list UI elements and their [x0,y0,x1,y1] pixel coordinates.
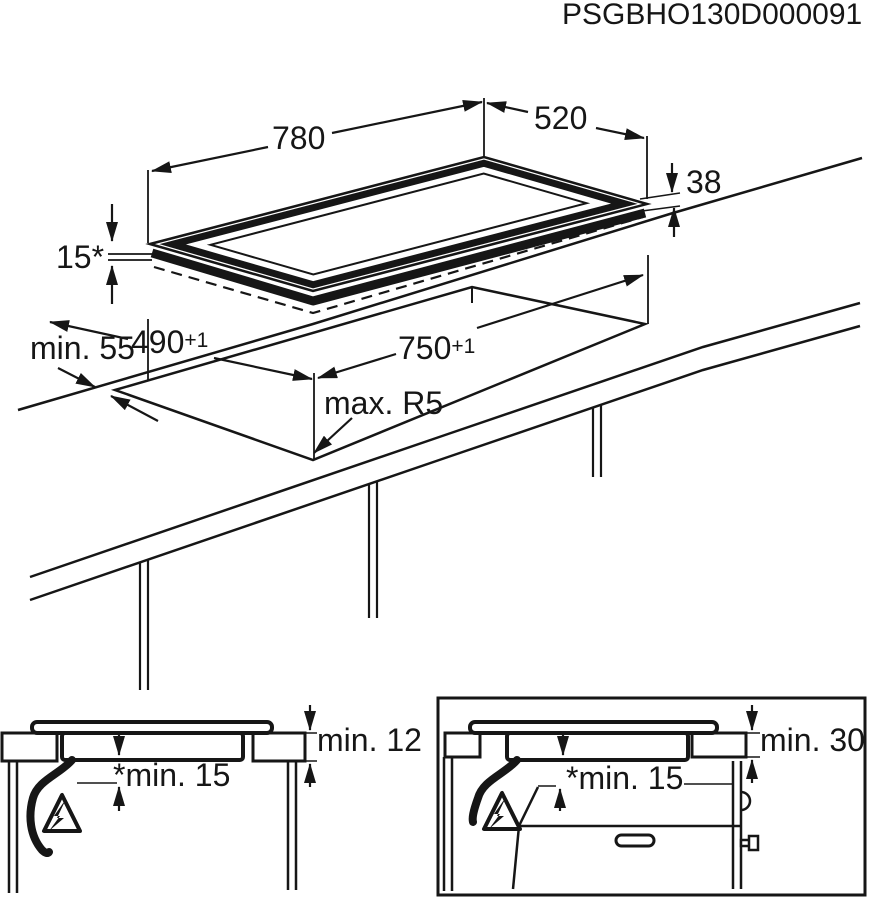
dim-value-490: 490 [131,324,185,360]
leader-max-r5 [313,417,353,454]
mains-cable [468,756,521,826]
mains-cable [26,756,76,858]
hob-isometric [108,155,652,315]
dim-label-750: 750+1 [398,332,475,364]
glass-edge-leader-lines [108,253,152,261]
hob-glass-slab [468,720,719,735]
hob-bezel-band [159,159,638,289]
table-legs [7,761,298,893]
hob-body-depth-band [150,208,647,306]
oven-hinge-bump [740,790,752,812]
countertop-right-piece [690,731,748,759]
dim-label-min-55: min. 55 [30,330,135,366]
dim-label-min-15-right: *min. 15 [566,760,684,796]
countertop-back-edge [17,156,863,412]
dim-label-min-30: min. 30 [760,722,865,758]
hob-body-box [505,731,690,762]
countertop-front-edge-top [29,301,861,579]
dim-ticks-min30 [745,732,760,758]
detail-section-right [436,696,867,897]
dim-line-780-right [331,99,483,135]
dim-label-max-r5: max. R5 [324,385,444,421]
dim-label-520: 520 [534,100,588,136]
countertop-legs [138,404,603,690]
hob-inner-surface-line [206,172,591,276]
dim-line-490-right [213,356,313,381]
dim-label-min-15-left: *min. 15 [113,757,231,793]
dim-label-490: 490+1 [131,326,208,358]
countertop-right-piece [251,731,307,763]
oven-handle [614,833,656,848]
warning-triangle [42,793,82,833]
countertop-front-edge-bottom [29,324,861,602]
cutout-opening [110,285,650,462]
dim-tolerance-750: +1 [451,335,476,358]
dim-label-15: 15* [56,239,105,275]
dim-line-520-right [595,126,645,140]
dim-line-750-left [317,352,397,380]
oven-side-panel [731,761,743,889]
dim-value-750: 750 [398,330,452,366]
lightning-bolt [489,797,506,829]
dim-arrow-min55-b [110,395,159,422]
dim-label-780: 780 [272,120,326,156]
countertop-left-piece [0,731,59,763]
oven-below [511,761,760,890]
dim-leaders-38 [639,192,681,212]
dim-label-min-12: min. 12 [317,722,422,758]
dim-line-780-left [151,145,269,174]
hob-glass-slab [30,720,274,735]
oven-knob [747,834,760,852]
dim-arrow-min55-a [57,367,96,388]
oven-front-slant [511,786,540,890]
hob-body-box [60,731,245,762]
dim-label-38: 38 [686,164,722,200]
extension-lines [147,98,648,243]
detail-section-left [0,705,317,893]
warning-triangle [482,791,522,831]
countertop-left-piece [443,731,482,759]
detail-frame [436,696,867,897]
hob-dimensions [106,98,681,304]
dim-line-520-left [486,101,529,114]
dim-line-750-right [476,273,644,330]
high-voltage-warning-icon [42,793,82,833]
hob-hidden-edge-dashed [153,215,644,315]
part-number: PSGBHO130D000091 [562,0,863,31]
high-voltage-warning-icon [482,791,522,831]
dim-ticks-min12 [300,732,317,762]
dim-line-490-left [49,320,129,341]
countertop-isometric [17,156,863,690]
lightning-bolt [49,799,66,831]
hob-glass-outer-edge [145,155,652,293]
dim-tolerance-490: +1 [184,329,209,352]
table-leg [442,757,454,891]
cutout-dimensions [49,255,649,459]
